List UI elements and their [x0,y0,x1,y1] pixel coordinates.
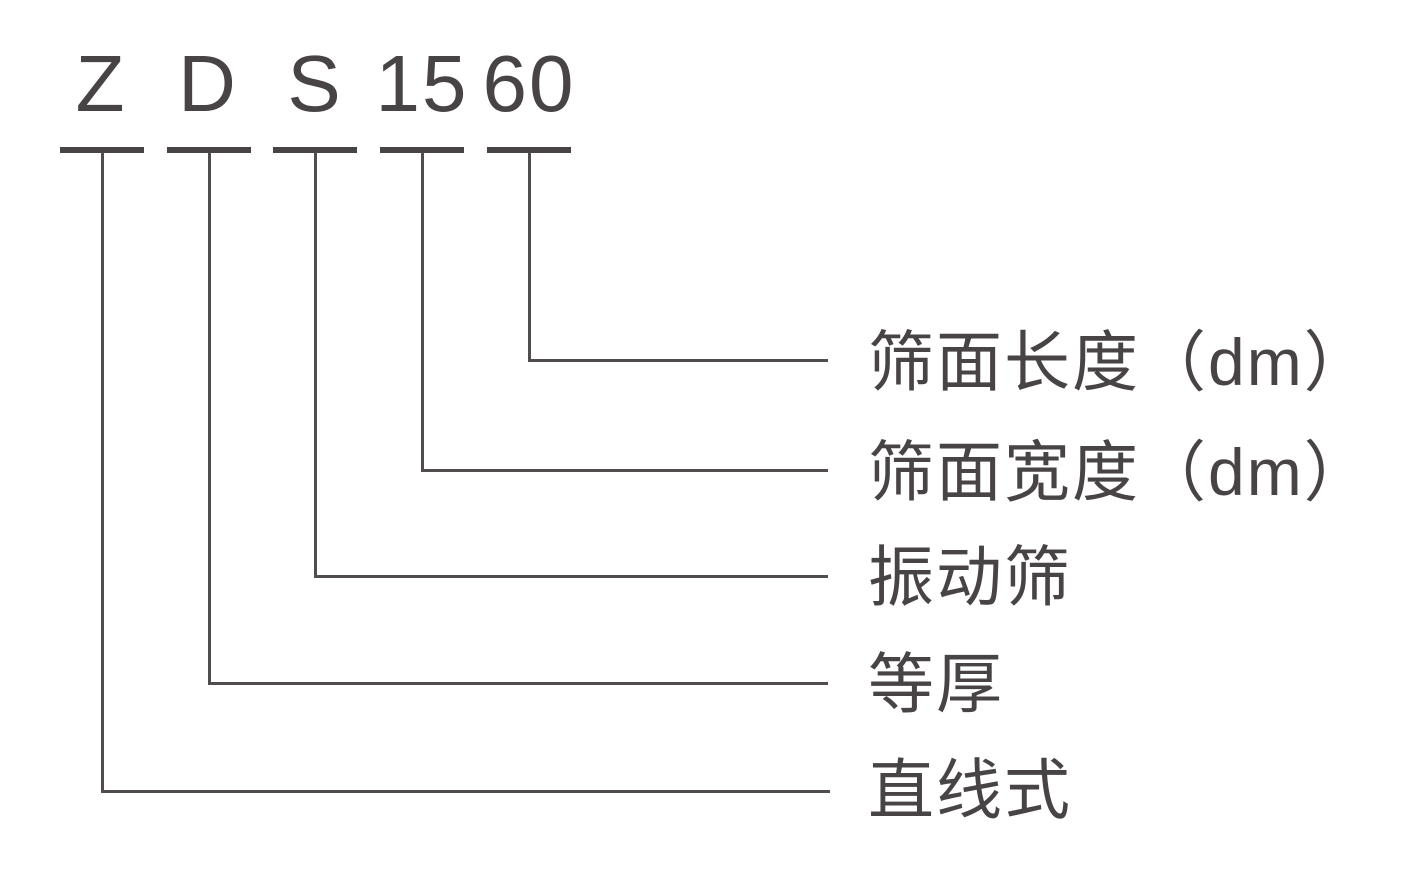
connector-horizontal-length [527,359,828,362]
connector-horizontal-d [207,682,828,685]
connector-horizontal-z [100,790,830,793]
connector-vertical-width [420,152,424,472]
connector-vertical-length [527,152,531,362]
connector-vertical-d [207,152,211,685]
label-screen-width: 筛面宽度（dm） [868,435,1372,509]
code-letter-z: Z [75,39,127,128]
label-vibrating-screen: 振动筛 [868,540,1072,614]
code-letter-d: D [178,39,238,128]
label-equal-thickness: 等厚 [868,647,1004,721]
connector-horizontal-s [313,575,828,578]
underline-bar-width [380,147,464,153]
connector-vertical-z [100,152,104,793]
underline-bar-z [60,147,144,153]
underline-bar-s [273,147,357,153]
underline-bar-d [167,147,251,153]
connector-horizontal-width [420,469,828,472]
code-number-width: 15 [375,39,469,128]
underline-bar-length [487,147,571,153]
label-linear-type: 直线式 [868,753,1072,827]
label-screen-length: 筛面长度（dm） [868,325,1372,399]
code-letter-s: S [287,39,343,128]
code-number-length: 60 [482,39,576,128]
connector-vertical-s [313,152,317,578]
